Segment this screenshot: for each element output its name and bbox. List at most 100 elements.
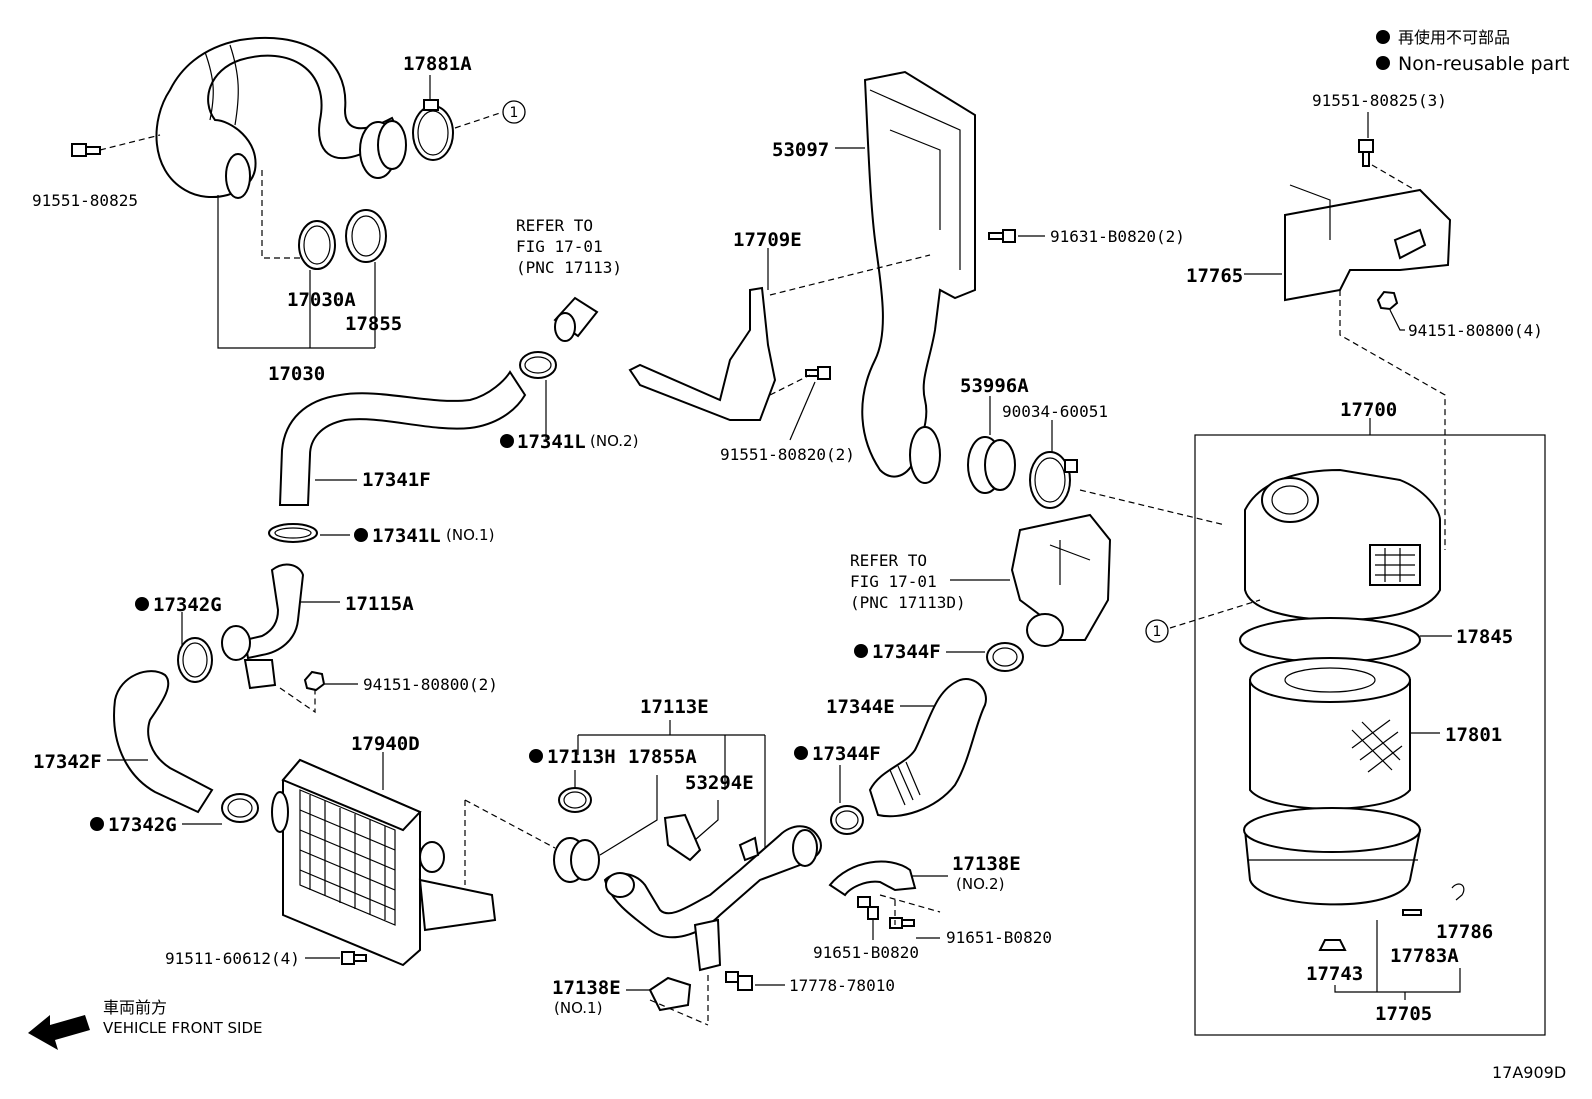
adapter-17113D <box>1010 513 1112 647</box>
label-17341L-no2-sub: (NO.2) <box>590 432 638 450</box>
label-17341F: 17341F <box>362 469 431 491</box>
bolt-91551-80825-3-icon <box>1358 139 1374 167</box>
vehicle-front-arrow-icon <box>28 1015 90 1050</box>
label-17344E: 17344E <box>826 696 895 718</box>
label-17700: 17700 <box>1340 399 1397 421</box>
label-17705: 17705 <box>1375 1003 1432 1025</box>
label-91651-B0820-lower: 91651-B0820 <box>813 943 919 962</box>
pipe-17115A <box>221 563 305 690</box>
clamp-17341L-no2 <box>519 351 557 379</box>
label-17801: 17801 <box>1445 724 1502 746</box>
label-17881A: 17881A <box>403 53 472 75</box>
label-91651-B0820-right: 91651-B0820 <box>946 928 1052 947</box>
clamp-17855 <box>345 209 387 263</box>
label-53294E: 53294E <box>685 772 754 794</box>
label-17855A: 17855A <box>628 746 697 768</box>
hose-17341F <box>278 370 527 506</box>
label-17115A: 17115A <box>345 593 414 615</box>
label-53097: 53097 <box>772 139 829 161</box>
duct-53097 <box>861 70 976 484</box>
label-17138E-no1-sub: (NO.1) <box>554 999 602 1017</box>
label-17845: 17845 <box>1456 626 1513 648</box>
non-reusable-dot-icon <box>500 434 514 448</box>
bolt-91511-60612-icon <box>341 951 367 965</box>
ref-circle-1-label: 1 <box>510 105 519 121</box>
label-91551-80825: 91551-80825 <box>32 191 138 210</box>
non-reusable-dot-icon <box>854 644 868 658</box>
case-17705 <box>1243 807 1422 906</box>
hose-17342F <box>113 670 214 814</box>
pipe-17113E <box>603 825 822 972</box>
ref-17113-line1: REFER TO <box>516 216 593 235</box>
label-17344F-lower: 17344F <box>812 743 881 765</box>
label-91551-80820-2: 91551-80820(2) <box>720 445 855 464</box>
label-94151-80800-4: 94151-80800(4) <box>1408 321 1543 340</box>
sleeve-53996A <box>967 436 1016 494</box>
figure-id: 17A909D <box>1492 1063 1566 1082</box>
ref-17113D-line3: (PNC 17113D) <box>850 593 966 612</box>
clamp-17881A <box>412 99 454 161</box>
label-17113E: 17113E <box>640 696 709 718</box>
label-91631-B0820-2: 91631-B0820(2) <box>1050 227 1185 246</box>
label-90034-60051: 90034-60051 <box>1002 402 1108 421</box>
element-17801 <box>1249 657 1411 810</box>
pin-17783A-icon <box>1402 909 1422 916</box>
ref-17113-line3: (PNC 17113) <box>516 258 622 277</box>
label-17778-78010: 17778-78010 <box>789 976 895 995</box>
ref-circle-1-b-label: 1 <box>1153 624 1162 640</box>
gasket-17845 <box>1239 617 1421 663</box>
label-91511-60612-4: 91511-60612(4) <box>165 949 300 968</box>
bolt-91551-80820-icon <box>805 366 831 380</box>
label-53996A: 53996A <box>960 375 1029 397</box>
label-17344F-upper: 17344F <box>872 641 941 663</box>
clip-17786-icon <box>1451 883 1465 901</box>
label-17709E: 17709E <box>733 229 802 251</box>
label-91551-80825-3: 91551-80825(3) <box>1312 91 1447 110</box>
label-17342G-lower: 17342G <box>108 814 177 836</box>
label-17138E-no2-sub: (NO.2) <box>956 875 1004 893</box>
legend: 再使用不可部品 Non-reusable part <box>1376 28 1569 75</box>
bracket-17138E-no1 <box>648 976 692 1012</box>
non-reusable-dot-icon <box>794 746 808 760</box>
ref-17113-line2: FIG 17-01 <box>516 237 603 256</box>
pipe-stub-17113 <box>553 296 599 342</box>
intercooler-17940D <box>271 758 497 967</box>
bolt-91651-B0820-icon <box>889 917 915 929</box>
label-17113H: 17113H <box>547 746 616 768</box>
label-17765: 17765 <box>1186 265 1243 287</box>
clamp-17113H <box>558 787 592 813</box>
ref-17113D-line2: FIG 17-01 <box>850 572 937 591</box>
bracket-17138E-no2 <box>828 860 917 897</box>
legend-jp: 再使用不可部品 <box>1398 28 1510 47</box>
label-17342F: 17342F <box>33 751 102 773</box>
non-reusable-dot-icon <box>1376 56 1390 70</box>
label-17341L-no1-sub: (NO.1) <box>446 526 494 544</box>
legend-en: Non-reusable part <box>1398 53 1569 75</box>
bolt-91551-80825-icon <box>71 143 101 157</box>
bracket-53294E <box>663 813 702 862</box>
label-17342G-upper: 17342G <box>153 594 222 616</box>
ref-circle-1 <box>502 100 526 124</box>
nut-94151-80800-icon <box>303 670 326 692</box>
non-reusable-dot-icon <box>354 528 368 542</box>
label-17341L-no1: 17341L <box>372 525 441 547</box>
hose-17030 <box>155 36 407 199</box>
label-17138E-no1: 17138E <box>552 977 621 999</box>
clamp-17342G-upper <box>177 637 213 683</box>
bolt-91631-B0820-icon <box>988 229 1016 243</box>
label-17783A: 17783A <box>1390 945 1459 967</box>
label-17138E-no2: 17138E <box>952 853 1021 875</box>
direction-jp: 車両前方 <box>103 998 167 1017</box>
clamp-90034-60051 <box>1029 451 1078 509</box>
bolt-17778-78010-icon <box>725 971 753 991</box>
label-17940D: 17940D <box>351 733 420 755</box>
label-17341L-no2: 17341L <box>517 431 586 453</box>
ref-circle-1-b <box>1145 619 1169 643</box>
clamp-17341L-no1 <box>268 523 318 543</box>
label-17030: 17030 <box>268 363 325 385</box>
clamp-17344F-upper <box>986 642 1024 672</box>
non-reusable-dot-icon <box>90 817 104 831</box>
non-reusable-dot-icon <box>1376 30 1390 44</box>
clamp-17030A <box>298 220 336 270</box>
